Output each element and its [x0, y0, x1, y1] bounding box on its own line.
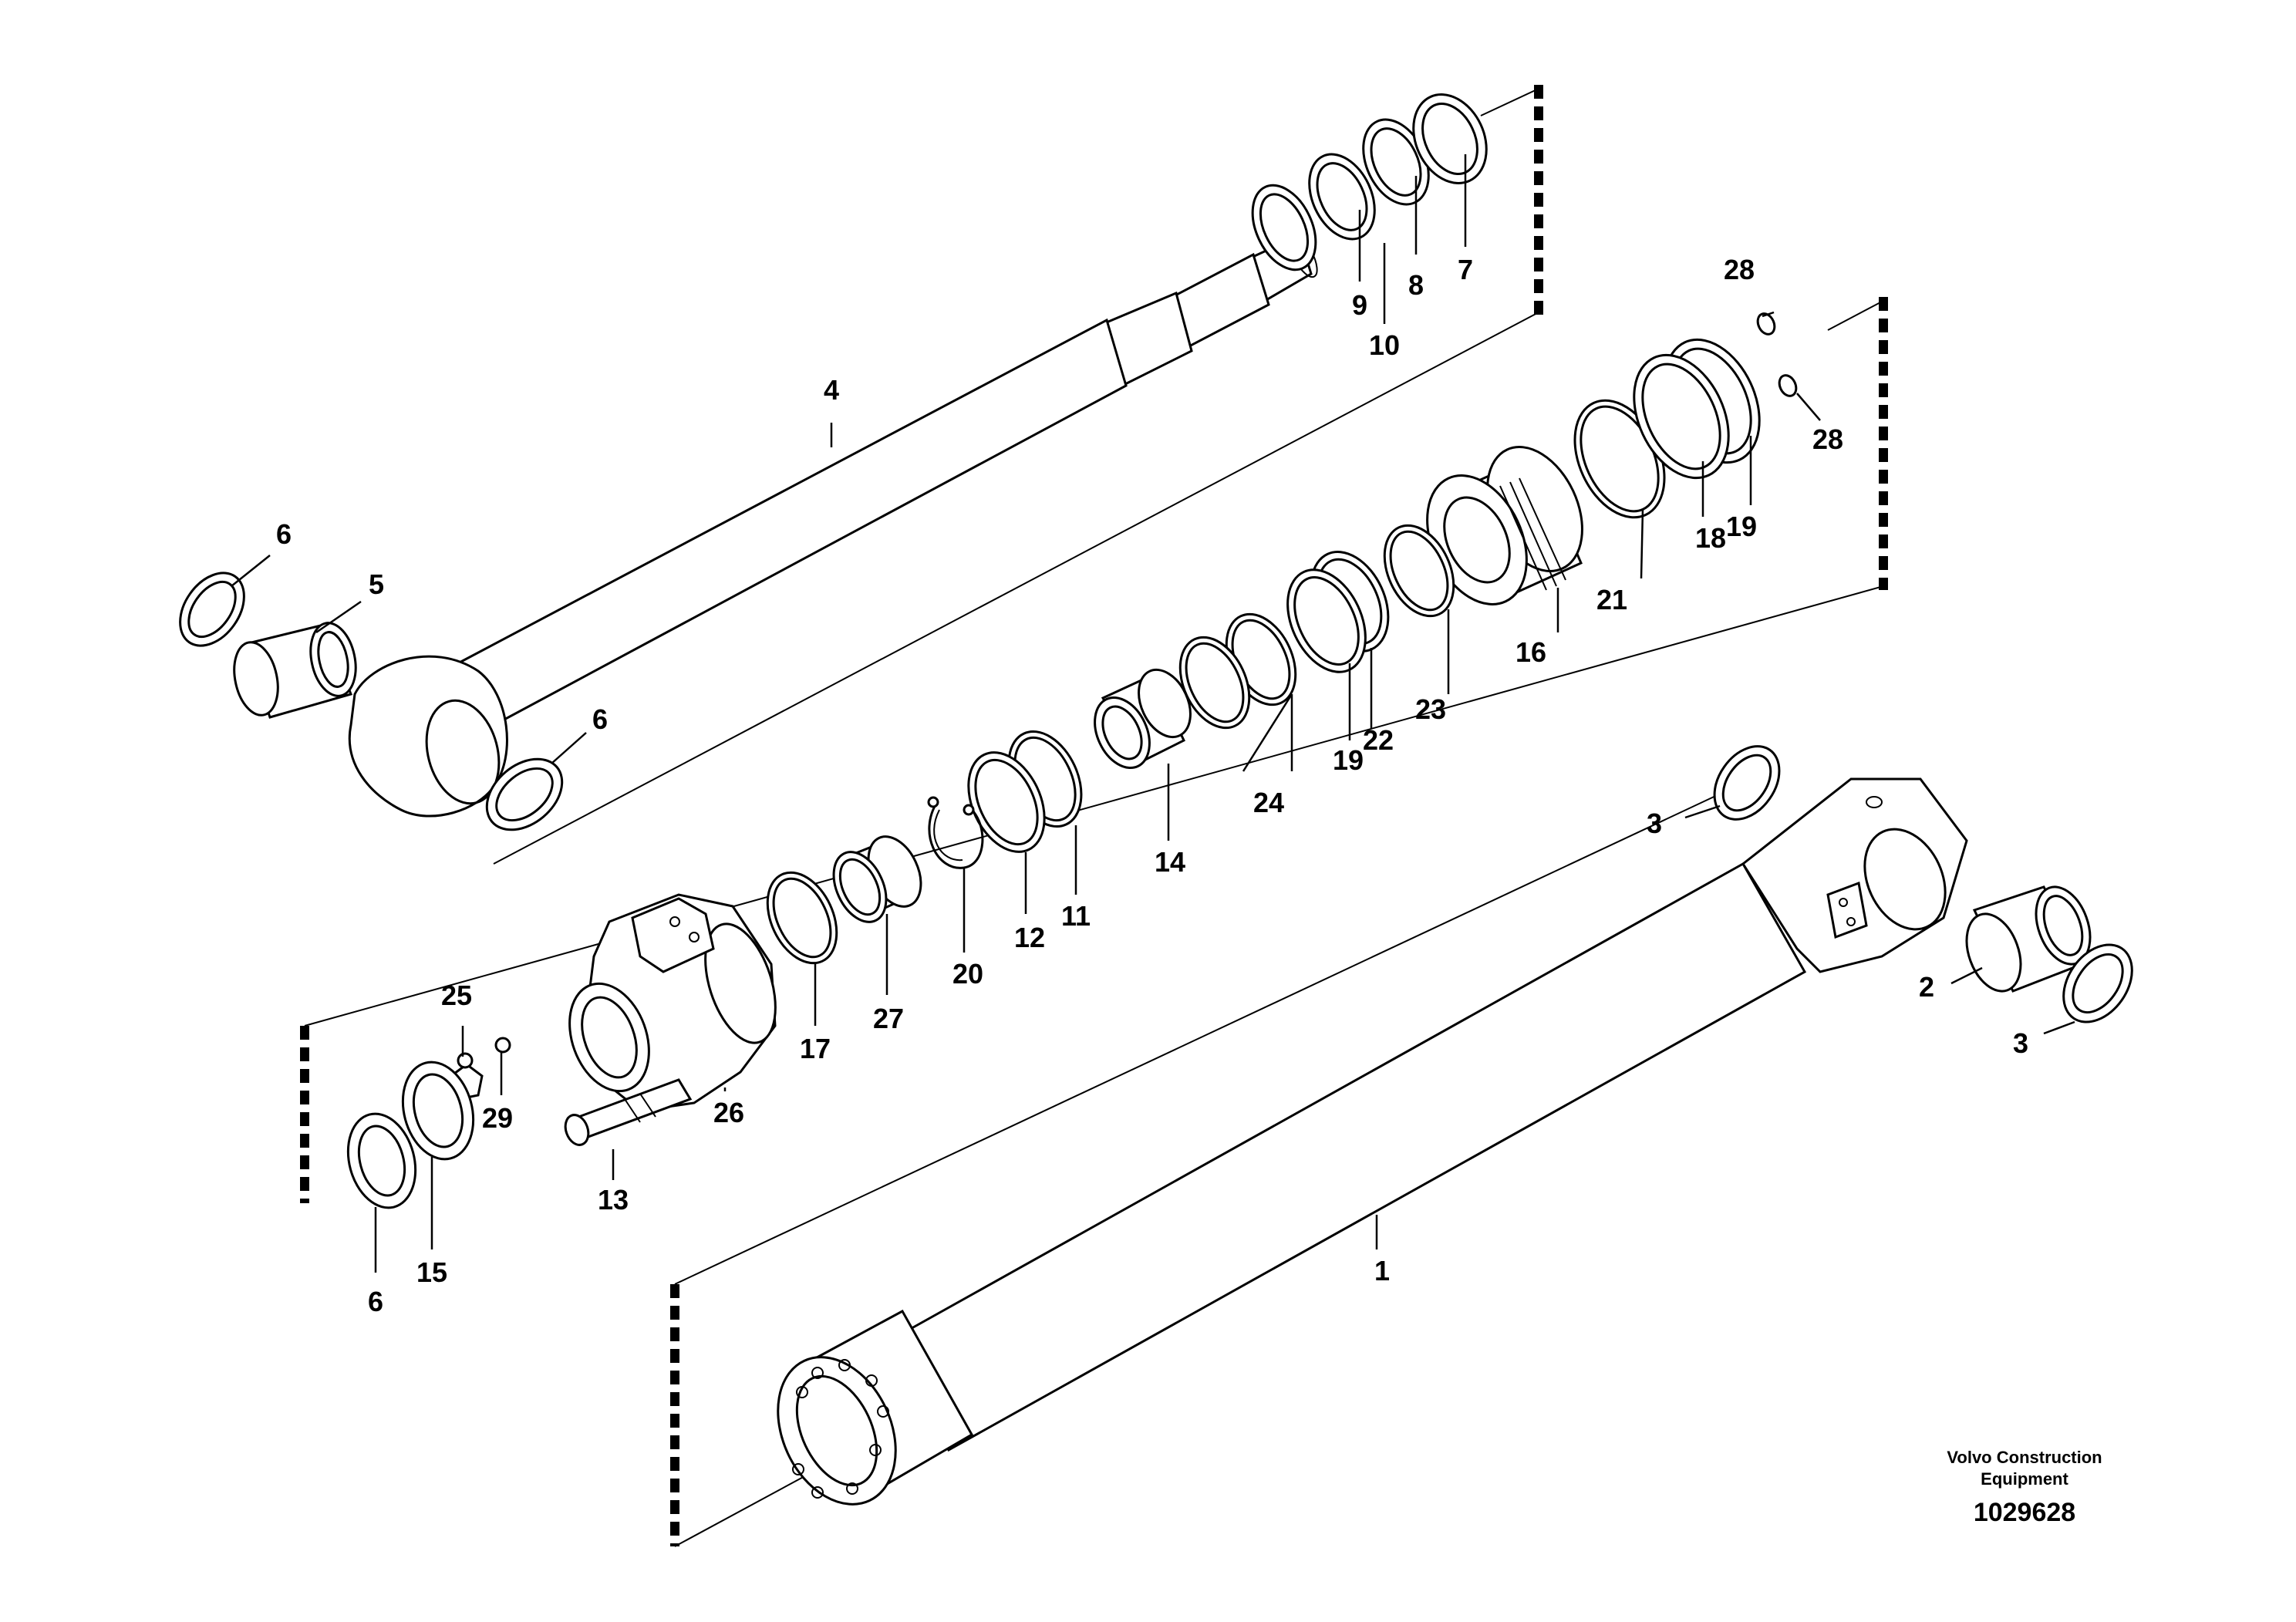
label-20: 20 [952, 958, 983, 990]
label-28-upper: 28 [1724, 254, 1755, 285]
label-29: 29 [482, 1102, 513, 1134]
ring-7 [1412, 93, 1488, 184]
company-line-1: Volvo Construction [1947, 1448, 2102, 1467]
ring-17 [766, 871, 838, 965]
label-11: 11 [1061, 900, 1091, 932]
boundary-lines [300, 85, 1888, 1547]
seal-6-lower-left [346, 1112, 417, 1209]
label-21: 21 [1596, 584, 1627, 615]
label-27: 27 [873, 1003, 904, 1034]
bolt-13 [564, 1078, 693, 1146]
label-1: 1 [1374, 1255, 1390, 1286]
ring-23 [1383, 524, 1455, 618]
wear-ring-18-19 [1633, 338, 1761, 480]
ring-19-lower [1286, 568, 1367, 673]
label-6-upper: 6 [276, 518, 292, 550]
label-6-lower: 6 [368, 1286, 383, 1317]
label-16: 16 [1515, 636, 1546, 668]
label-10: 10 [1369, 329, 1400, 361]
label-7: 7 [1458, 254, 1473, 285]
cylinder-head-26 [568, 893, 777, 1112]
cylinder-barrel [777, 777, 1968, 1506]
ring-12 [967, 751, 1046, 853]
label-5: 5 [369, 568, 384, 600]
label-23: 23 [1415, 693, 1446, 725]
bushing-2 [1965, 885, 2092, 993]
label-28-lower: 28 [1812, 423, 1843, 455]
company-line-2: Equipment [1981, 1469, 2068, 1489]
set-screws-28 [1756, 312, 1798, 397]
ring-10 [1251, 184, 1317, 271]
rod-eye-bushing [233, 622, 357, 719]
leader-lines [231, 154, 2075, 1273]
label-19-upper: 19 [1726, 511, 1757, 542]
label-26: 26 [713, 1097, 744, 1128]
label-18: 18 [1695, 522, 1726, 554]
label-14: 14 [1155, 846, 1185, 878]
label-6-middle: 6 [592, 703, 608, 735]
piston-16 [1426, 446, 1583, 605]
ring-15 [401, 1061, 475, 1161]
seal-ring-6-upper [179, 572, 245, 647]
label-19-lower: 19 [1333, 744, 1364, 776]
label-9: 9 [1352, 289, 1367, 321]
label-3-lower: 3 [2013, 1027, 2028, 1059]
label-22: 22 [1363, 724, 1394, 756]
ball-29 [494, 1037, 511, 1054]
label-25: 25 [441, 980, 472, 1011]
rings-24 [1178, 612, 1297, 730]
ring-9 [1308, 153, 1376, 241]
ring-27 [832, 835, 922, 923]
footer-block: Volvo Construction Equipment 1029628 [1947, 1448, 2102, 1527]
label-24: 24 [1253, 787, 1284, 818]
seal-ring-6-lower [485, 757, 564, 831]
label-3-upper: 3 [1647, 808, 1662, 839]
label-12: 12 [1014, 922, 1045, 953]
bushing-14 [1094, 668, 1192, 770]
label-13: 13 [598, 1184, 629, 1216]
label-17: 17 [800, 1033, 831, 1064]
seal-3-upper [1713, 745, 1781, 821]
label-8: 8 [1408, 269, 1424, 301]
label-15: 15 [416, 1256, 447, 1288]
piston-rod [348, 233, 1318, 818]
seal-3-lower [2062, 943, 2133, 1023]
label-4: 4 [824, 374, 839, 406]
label-2: 2 [1919, 971, 1934, 1003]
drawing-number: 1029628 [1974, 1498, 2075, 1527]
callout-labels: 1 2 3 3 4 5 6 6 6 7 8 9 10 11 12 13 14 1… [276, 254, 2028, 1317]
